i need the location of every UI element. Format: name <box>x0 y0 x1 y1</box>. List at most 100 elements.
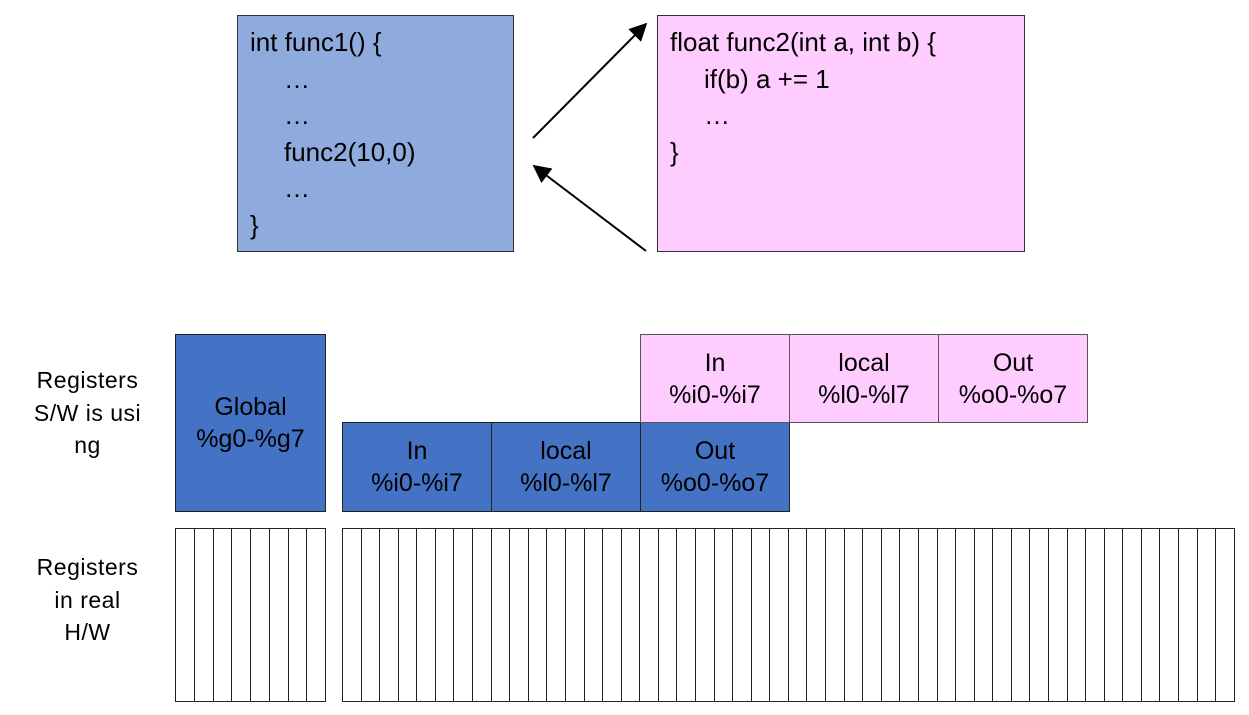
hw-register-cell <box>1178 529 1197 701</box>
code-line: int func1() { <box>250 27 382 57</box>
hw-registers-label: Registers in real H/W <box>20 551 155 649</box>
hw-register-cell <box>1196 529 1216 701</box>
hw-register-cell <box>862 529 881 701</box>
register-range: %i0-%i7 <box>371 469 463 497</box>
hw-window-register-strip <box>342 528 1235 702</box>
hw-register-cell <box>176 529 194 701</box>
hw-register-cell <box>343 529 361 701</box>
hw-register-cell <box>1010 529 1030 701</box>
func2-code-box: float func2(int a, int b) { if(b) a += 1… <box>657 15 1025 252</box>
hw-register-cell <box>268 529 288 701</box>
hw-register-cell <box>973 529 993 701</box>
hw-register-cell <box>416 529 435 701</box>
hw-register-cell <box>787 529 807 701</box>
register-name: local <box>838 348 890 377</box>
label-line: H/W <box>64 619 111 645</box>
code-line: … <box>704 100 730 130</box>
hw-register-cell <box>694 529 714 701</box>
func2-out-registers: Out %o0-%o7 <box>938 334 1088 423</box>
hw-register-cell <box>231 529 250 701</box>
register-range: %o0-%o7 <box>958 380 1068 409</box>
hw-register-cell <box>509 529 528 701</box>
hw-register-cell <box>583 529 603 701</box>
hw-register-cell <box>1066 529 1086 701</box>
func1-out-registers: Out %o0-%o7 <box>640 422 790 512</box>
global-register-block: Global %g0-%g7 <box>175 334 326 512</box>
code-line: } <box>670 136 679 167</box>
hw-register-cell <box>713 529 733 701</box>
hw-register-cell <box>250 529 269 701</box>
hw-register-cell <box>1140 529 1160 701</box>
hw-register-cell <box>1047 529 1067 701</box>
hw-register-cell <box>992 529 1011 701</box>
code-line: float func2(int a, int b) { <box>670 27 936 57</box>
hw-register-cell <box>917 529 937 701</box>
hw-register-cell <box>843 529 863 701</box>
register-range: %l0-%l7 <box>818 380 910 409</box>
hw-register-cell <box>564 529 584 701</box>
hw-register-cell <box>379 529 398 701</box>
hw-register-cell <box>750 529 770 701</box>
func1-local-registers: local %l0-%l7 <box>491 422 641 512</box>
hw-register-cell <box>936 529 956 701</box>
hw-register-cell <box>1085 529 1104 701</box>
hw-register-cell <box>306 529 325 701</box>
hw-register-cell <box>546 529 565 701</box>
hw-register-cell <box>602 529 621 701</box>
func1-code-box: int func1() { … … func2(10,0) … } <box>237 15 514 252</box>
register-name: In <box>704 348 726 377</box>
hw-register-cell <box>825 529 844 701</box>
hw-register-cell <box>620 529 640 701</box>
call-arrows <box>532 22 648 252</box>
register-range: %i0-%i7 <box>669 380 761 409</box>
hw-register-cell <box>639 529 658 701</box>
hw-register-cell <box>955 529 974 701</box>
register-name: Out <box>694 437 736 465</box>
sw-registers-label: Registers S/W is usi ng <box>20 364 155 462</box>
hw-register-cell <box>1122 529 1141 701</box>
label-line: in real <box>54 586 121 613</box>
hw-register-cell <box>1103 529 1123 701</box>
hw-register-cell <box>899 529 918 701</box>
code-line: … <box>284 173 310 203</box>
code-line: … <box>284 100 310 130</box>
func2-in-registers: In %i0-%i7 <box>640 334 790 423</box>
hw-global-register-strip <box>175 528 326 702</box>
hw-register-cell <box>490 529 510 701</box>
code-line: … <box>284 63 310 94</box>
hw-register-cell <box>527 529 547 701</box>
register-range: %g0-%g7 <box>196 425 305 453</box>
register-name: local <box>540 437 592 465</box>
label-line: Registers <box>36 367 139 393</box>
label-line: S/W is usi <box>33 399 142 426</box>
call-arrow <box>532 22 648 139</box>
hw-register-cell <box>360 529 380 701</box>
register-name: Global <box>214 393 287 421</box>
func1-in-registers: In %i0-%i7 <box>342 422 492 512</box>
hw-register-cell <box>212 529 232 701</box>
hw-register-cell <box>453 529 472 701</box>
hw-register-cell <box>193 529 213 701</box>
code-line: } <box>250 209 259 240</box>
hw-register-cell <box>732 529 751 701</box>
code-line: if(b) a += 1 <box>704 63 830 94</box>
hw-register-cell <box>806 529 825 701</box>
hw-register-cell <box>676 529 695 701</box>
hw-register-cell <box>880 529 900 701</box>
hw-register-cell <box>434 529 454 701</box>
hw-register-cell <box>769 529 788 701</box>
hw-register-cell <box>472 529 491 701</box>
return-arrow <box>532 164 647 252</box>
label-line: Registers <box>36 554 139 580</box>
register-range: %l0-%l7 <box>520 469 612 497</box>
hw-register-cell <box>1159 529 1178 701</box>
func2-local-registers: local %l0-%l7 <box>789 334 939 423</box>
code-line: func2(10,0) <box>284 136 416 167</box>
register-name: Out <box>992 348 1034 377</box>
hw-register-cell <box>657 529 677 701</box>
hw-register-cell <box>1215 529 1234 701</box>
hw-register-cell <box>287 529 307 701</box>
register-name: In <box>406 437 428 465</box>
label-line: ng <box>74 432 101 458</box>
register-range: %o0-%o7 <box>660 469 770 497</box>
